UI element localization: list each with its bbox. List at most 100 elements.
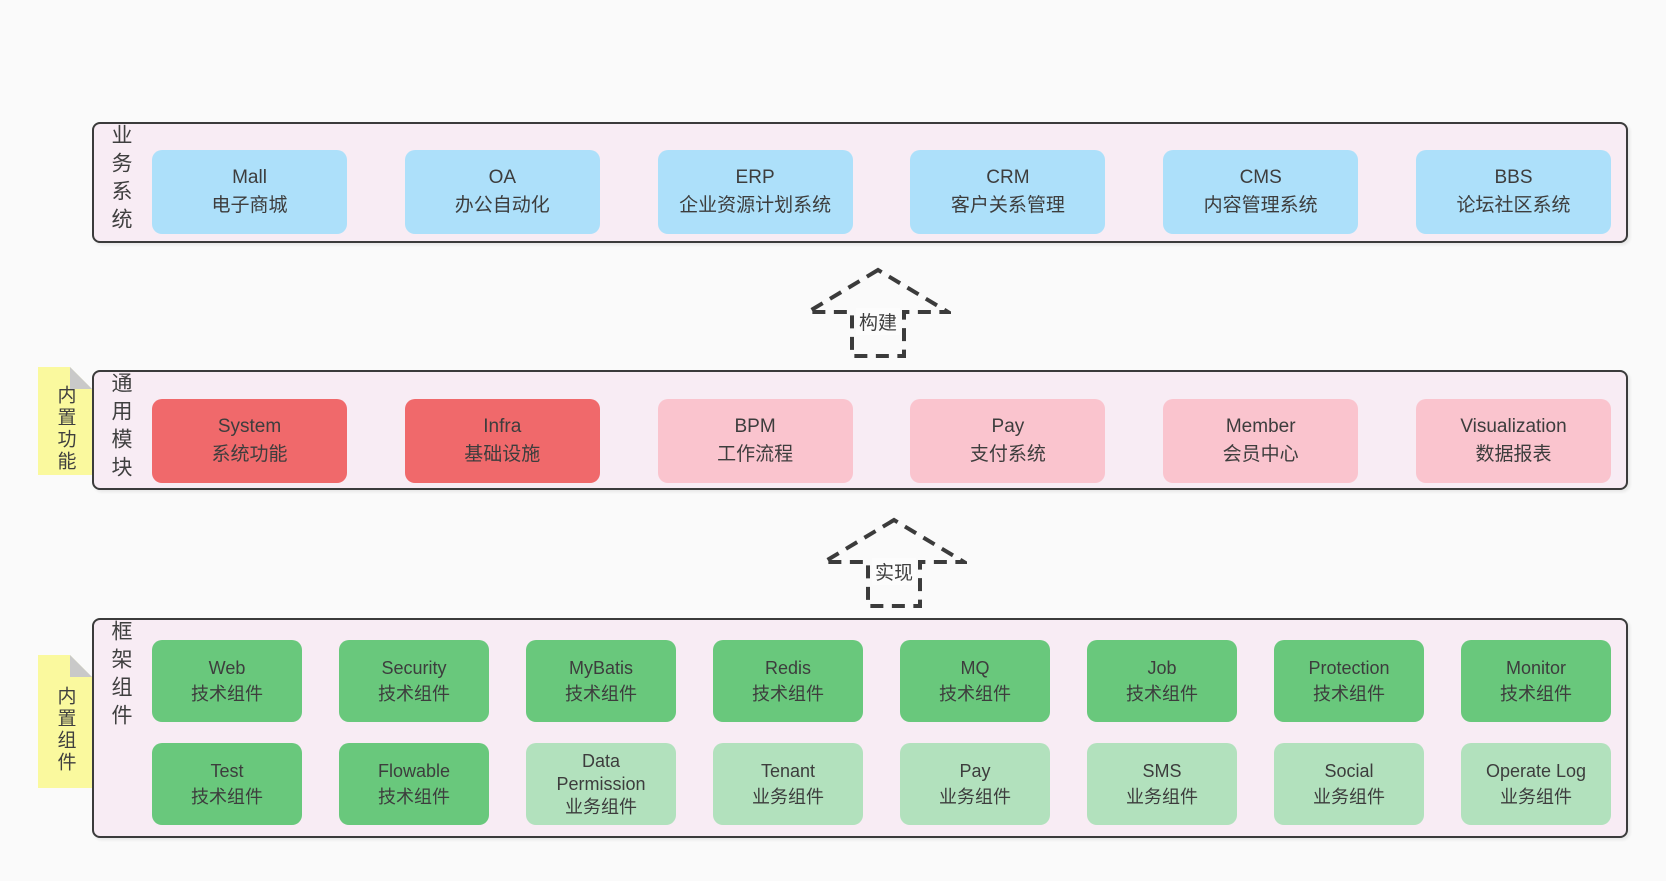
section-common-modules: 通用模块 System 系统功能 Infra 基础设施 BPM 工作流程 Pay…	[92, 370, 1628, 490]
box-title: Flowable	[377, 761, 451, 781]
box-subtitle: 工作流程	[717, 444, 794, 465]
box-erp: ERP 企业资源计划系统	[657, 150, 853, 234]
box-security: Security 技术组件	[339, 640, 489, 722]
box-subtitle: 业务组件	[565, 796, 637, 817]
box-sms: SMS 业务组件	[1087, 743, 1237, 825]
box-job: Job 技术组件	[1087, 640, 1237, 722]
box-monitor: Monitor 技术组件	[1461, 640, 1611, 722]
box-title: CRM	[986, 167, 1030, 188]
box-subtitle: 论坛社区系统	[1456, 195, 1571, 216]
box-social: Social 业务组件	[1274, 743, 1424, 825]
box-subtitle: 技术组件	[378, 684, 450, 704]
box-operate-log: Operate Log 业务组件	[1461, 743, 1611, 825]
box-system: System 系统功能	[152, 399, 347, 483]
box-flowable: Flowable 技术组件	[339, 743, 489, 825]
box-title: Pay	[991, 416, 1025, 437]
box-title: Operate Log	[1485, 761, 1587, 781]
box-oa: OA 办公自动化	[404, 150, 600, 234]
box-subtitle: 技术组件	[191, 684, 263, 704]
box-title: Tenant	[760, 761, 816, 781]
box-pay-module: Pay 支付系统	[910, 399, 1106, 483]
box-title: MyBatis	[568, 658, 633, 678]
section-label-framework-components: 框架组件	[109, 620, 132, 732]
box-subtitle: 技术组件	[939, 684, 1011, 704]
box-visualization: Visualization 数据报表	[1415, 399, 1611, 483]
box-title: CMS	[1239, 167, 1282, 188]
folded-corner-icon	[70, 367, 92, 389]
box-cms: CMS 内容管理系统	[1163, 150, 1359, 234]
box-data-permission: Data Permission 业务组件	[526, 743, 676, 825]
build-arrow-label: 构建	[855, 308, 901, 335]
box-title: Monitor	[1505, 658, 1567, 678]
box-tenant: Tenant 业务组件	[713, 743, 863, 825]
box-title: MQ	[960, 658, 990, 678]
box-title: Pay	[959, 761, 991, 781]
box-redis: Redis 技术组件	[713, 640, 863, 722]
framework-boxes-row-1: Web 技术组件 Security 技术组件 MyBatis 技术组件 Redi…	[152, 640, 1611, 722]
implement-arrow-label: 实现	[871, 558, 917, 585]
module-boxes-row: System 系统功能 Infra 基础设施 BPM 工作流程 Pay 支付系统…	[152, 399, 1611, 483]
box-title: OA	[488, 167, 517, 188]
box-title: Job	[1147, 658, 1177, 678]
box-title: Social	[1324, 761, 1374, 781]
box-subtitle: 电子商城	[211, 195, 288, 216]
box-test: Test 技术组件	[152, 743, 302, 825]
box-title: Mall	[232, 167, 267, 188]
box-title: Web	[208, 658, 246, 678]
box-protection: Protection 技术组件	[1274, 640, 1424, 722]
box-subtitle: 支付系统	[969, 444, 1046, 465]
box-subtitle: 会员中心	[1222, 444, 1299, 465]
framework-boxes-row-2: Test 技术组件 Flowable 技术组件 Data Permission …	[152, 743, 1611, 825]
box-subtitle: 技术组件	[1500, 684, 1572, 704]
box-title: Redis	[764, 658, 812, 678]
section-framework-components: 框架组件 Web 技术组件 Security 技术组件 MyBatis 技术组件…	[92, 618, 1628, 838]
box-subtitle: 技术组件	[1126, 684, 1198, 704]
tag-label: 内置功能	[54, 385, 76, 473]
box-subtitle: 数据报表	[1475, 444, 1552, 465]
box-subtitle: 技术组件	[1313, 684, 1385, 704]
box-web: Web 技术组件	[152, 640, 302, 722]
box-subtitle: 业务组件	[1500, 787, 1572, 807]
box-title: Infra	[483, 416, 522, 437]
box-subtitle: 办公自动化	[454, 195, 550, 216]
box-subtitle: 技术组件	[378, 787, 450, 807]
section-business-systems: 业务系统 Mall 电子商城 OA 办公自动化 ERP 企业资源计划系统 CRM…	[92, 122, 1628, 243]
box-mybatis: MyBatis 技术组件	[526, 640, 676, 722]
box-title: Protection	[1308, 658, 1390, 678]
section-label-common-modules: 通用模块	[109, 372, 132, 484]
section-label-business-systems: 业务系统	[109, 124, 132, 236]
folded-corner-icon	[70, 655, 92, 677]
box-subtitle: 技术组件	[752, 684, 824, 704]
box-subtitle: 系统功能	[211, 444, 288, 465]
box-pay-component: Pay 业务组件	[900, 743, 1050, 825]
box-crm: CRM 客户关系管理	[910, 150, 1106, 234]
box-title: Security	[381, 658, 447, 678]
tag-built-in-components: 内置组件	[38, 655, 92, 788]
box-mq: MQ 技术组件	[900, 640, 1050, 722]
box-title: BBS	[1494, 167, 1533, 188]
box-subtitle: 技术组件	[565, 684, 637, 704]
box-bpm: BPM 工作流程	[657, 399, 853, 483]
box-title: ERP	[735, 167, 775, 188]
box-subtitle: 业务组件	[939, 787, 1011, 807]
implement-arrow: 实现	[821, 517, 967, 609]
build-arrow: 构建	[805, 267, 951, 359]
box-mall: Mall 电子商城	[152, 150, 347, 234]
box-subtitle: 内容管理系统	[1203, 195, 1318, 216]
box-subtitle: 技术组件	[191, 787, 263, 807]
box-title: Visualization	[1460, 416, 1567, 437]
box-title: Member	[1225, 416, 1296, 437]
box-subtitle: 客户关系管理	[950, 195, 1065, 216]
box-title: SMS	[1142, 761, 1182, 781]
box-title: System	[217, 416, 282, 437]
business-boxes-row: Mall 电子商城 OA 办公自动化 ERP 企业资源计划系统 CRM 客户关系…	[152, 150, 1611, 234]
box-title: Data Permission	[556, 750, 646, 794]
box-subtitle: 业务组件	[752, 787, 824, 807]
box-subtitle: 业务组件	[1126, 787, 1198, 807]
box-subtitle: 企业资源计划系统	[679, 195, 832, 216]
box-infra: Infra 基础设施	[404, 399, 600, 483]
box-title: Test	[210, 761, 244, 781]
box-bbs: BBS 论坛社区系统	[1415, 150, 1611, 234]
box-title: BPM	[734, 416, 776, 437]
